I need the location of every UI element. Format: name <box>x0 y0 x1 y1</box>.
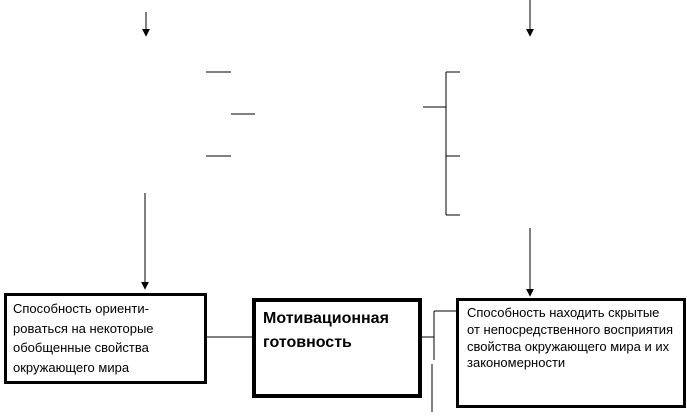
ability-find-hidden-box: Способность находить скрытые от непосред… <box>456 298 686 408</box>
ability-orient-box: Способность ориенти-ровaться на некоторы… <box>4 293 207 384</box>
motivational-readiness-box: Мотивационная готовность <box>252 298 422 398</box>
ability-find-hidden-text: Способность находить скрытые от непосред… <box>467 305 674 371</box>
motivational-readiness-text: Мотивационная готовность <box>263 310 389 351</box>
ability-orient-text: Способность ориенти-ровaться на некоторы… <box>13 301 154 375</box>
